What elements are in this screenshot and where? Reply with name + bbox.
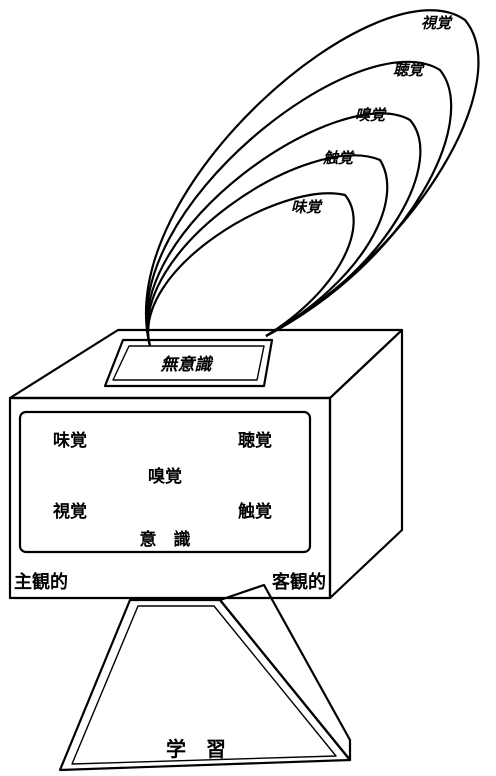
unconscious-plate <box>103 338 274 388</box>
arc-label-touch: 触覚 <box>322 149 355 167</box>
arc-taste <box>147 192 355 347</box>
unconscious-label: 無意識 <box>160 355 214 375</box>
corner-label-subjective: 主観的 <box>14 571 68 593</box>
box-label-touch: 触覚 <box>237 501 272 522</box>
learning-pedestal <box>58 583 352 772</box>
arc-label-taste: 味覚 <box>291 198 323 216</box>
learning-label: 学 習 <box>166 737 226 761</box>
box-label-consciousness: 意 識 <box>140 529 191 550</box>
consciousness-panel <box>18 410 312 554</box>
arc-label-sight: 視覚 <box>421 14 453 32</box>
box-label-taste: 味覚 <box>53 430 87 451</box>
box-front-face <box>8 396 332 600</box>
arc-touch <box>146 154 389 347</box>
arc-smell <box>146 112 422 347</box>
box-label-smell: 嗅覚 <box>148 466 182 487</box>
sense-arcs <box>144 9 480 347</box>
box-label-hearing: 聴覚 <box>238 430 272 451</box>
box-side-face <box>328 328 404 600</box>
corner-label-objective: 客観的 <box>272 571 326 593</box>
arc-sight <box>144 9 480 347</box>
arc-label-hearing: 聴覚 <box>393 61 425 79</box>
box-label-sight: 視覚 <box>52 501 87 522</box>
arc-label-smell: 嗅覚 <box>355 106 387 124</box>
arc-hearing <box>145 60 453 347</box>
